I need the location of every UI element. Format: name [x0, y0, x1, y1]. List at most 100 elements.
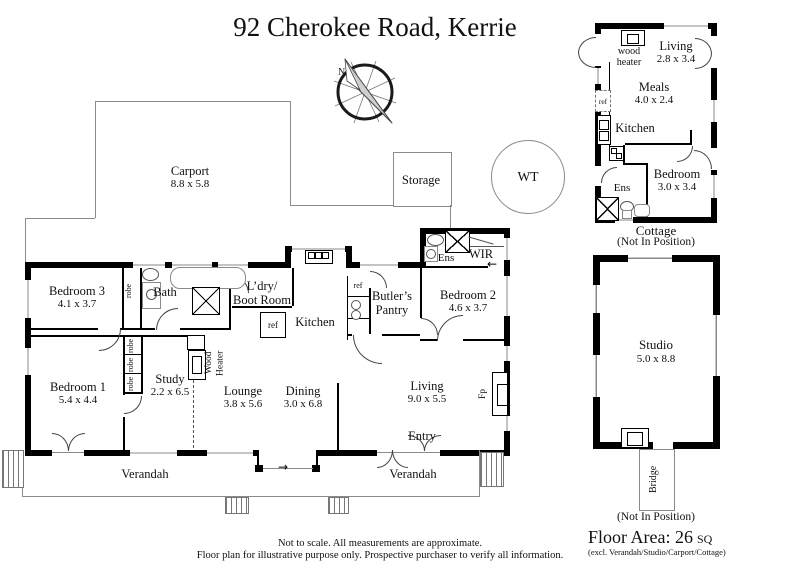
cottage-living-label: Living [659, 39, 693, 53]
floor-area: Floor Area: 26 SQ [588, 527, 712, 548]
window [218, 262, 248, 268]
carport-outline [95, 101, 96, 218]
fireplace-label: Fp [478, 388, 488, 400]
wall [593, 255, 600, 449]
door-arc [421, 318, 438, 335]
living-dims: 9.0 x 5.5 [407, 393, 447, 405]
door-arc [68, 433, 85, 451]
compass-north-label: N [338, 67, 345, 78]
wood-heater-icon [192, 356, 202, 374]
carport-outline [95, 101, 290, 102]
floor-area-value: Floor Area: 26 [588, 527, 693, 547]
wall [123, 354, 141, 355]
wall [345, 246, 352, 252]
window [172, 262, 212, 268]
butlers-line1: Butler’s [371, 289, 413, 303]
cottage-meals-label: Meals [638, 80, 670, 94]
door-arc [601, 167, 617, 183]
wall [595, 217, 717, 223]
window [292, 246, 345, 252]
fridge-label: ref [598, 96, 608, 106]
window [25, 280, 31, 318]
door-arc [377, 450, 393, 468]
carport-label: Carport [170, 164, 210, 178]
wall [120, 328, 155, 330]
cooktop-icon [616, 153, 622, 159]
carport-dims: 8.8 x 5.8 [170, 178, 210, 190]
wall [180, 328, 230, 330]
steps-icon [480, 452, 504, 487]
door-sill [52, 452, 84, 453]
entry-label: Entry [408, 429, 436, 443]
wall [257, 450, 259, 469]
window [595, 68, 601, 84]
cottage-ens-label: Ens [613, 182, 631, 194]
wall [123, 373, 141, 374]
butlers-line2: Pantry [375, 303, 409, 317]
wall [337, 383, 339, 450]
verandah-label: Verandah [121, 467, 169, 481]
ens-label: Ens [437, 252, 455, 264]
robe-label: robe [126, 357, 135, 372]
bedroom1-label: Bedroom 1 [50, 380, 106, 394]
lounge-label: Lounge [223, 384, 263, 398]
window [504, 346, 510, 361]
toilet-icon [427, 234, 444, 246]
lounge-dims: 3.8 x 5.6 [223, 398, 263, 410]
wir-arrow-icon: ← [487, 257, 498, 271]
laundry-line1: L’dry/ [246, 279, 278, 293]
shower-icon [192, 287, 220, 315]
steps-icon [225, 497, 249, 514]
wood-heater-icon [627, 432, 643, 446]
verandah-outline [22, 496, 480, 497]
window [713, 315, 720, 376]
wall [625, 143, 692, 145]
door-arc [99, 329, 121, 351]
wall [420, 228, 426, 268]
bedroom2-dims: 4.6 x 3.7 [448, 302, 488, 314]
bench-line [347, 296, 369, 297]
studio-dims: 5.0 x 8.8 [636, 353, 676, 365]
door-opening [595, 34, 601, 66]
window [593, 285, 600, 313]
wall [346, 252, 352, 264]
butlers-pantry-label: Butler’s Pantry [352, 289, 432, 317]
cottage-meals-dims: 4.0 x 2.4 [634, 94, 674, 106]
door-opening [653, 442, 673, 449]
study-label: Study [155, 372, 185, 386]
wall [123, 335, 125, 395]
wall [595, 23, 717, 29]
living-label: Living [410, 379, 444, 393]
stove-burner-icon [322, 252, 329, 259]
fridge-icon: ref [595, 90, 611, 112]
bedroom2-label: Bedroom 2 [440, 288, 496, 302]
door-opening [711, 36, 717, 68]
wall [426, 266, 488, 268]
window [628, 255, 672, 262]
wall [123, 392, 143, 394]
door-arc [156, 308, 178, 330]
wall [369, 288, 371, 334]
window [593, 355, 600, 397]
wall [504, 228, 510, 456]
wall [122, 268, 124, 328]
bath-label: Bath [153, 285, 177, 299]
door-arc [437, 315, 463, 341]
door-arc [52, 433, 69, 451]
window [504, 276, 510, 316]
page-title: 92 Cherokee Road, Kerrie [233, 12, 517, 42]
window [25, 348, 31, 375]
bench-line [347, 276, 348, 340]
floor-area-unit: SQ [697, 532, 713, 546]
window [207, 450, 253, 456]
door-sill [263, 468, 313, 469]
wall [463, 339, 504, 341]
wall [623, 145, 625, 165]
wall [140, 268, 142, 328]
steps-icon [328, 497, 349, 514]
studio-position-note: (Not In Position) [617, 511, 695, 523]
fridge-label: ref [353, 281, 363, 291]
wall [292, 268, 294, 306]
cottage-position-note: (Not In Position) [617, 236, 695, 248]
